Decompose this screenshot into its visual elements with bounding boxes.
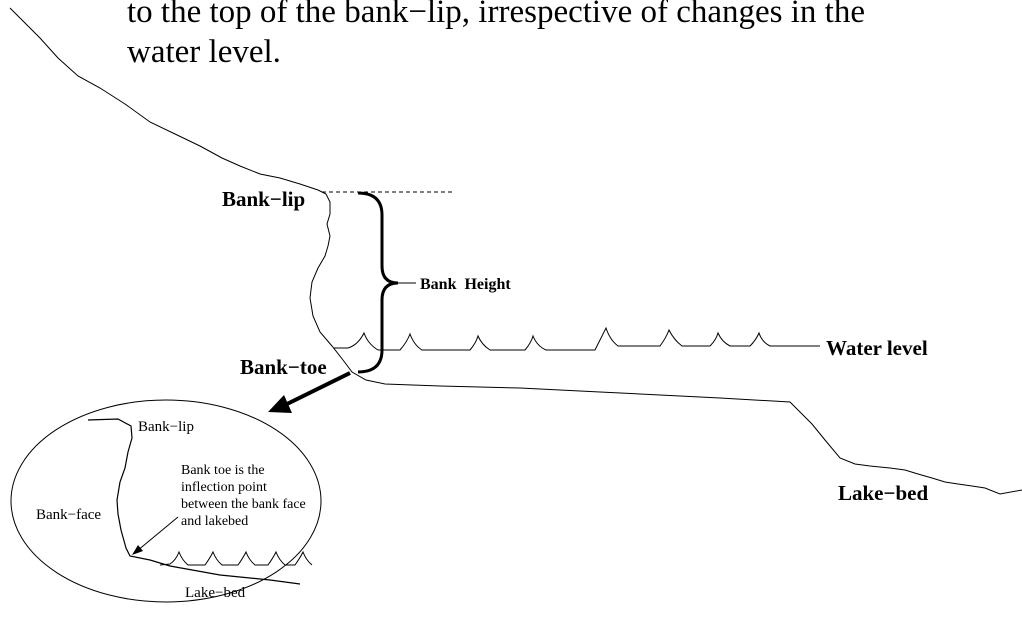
inset-note-line-3: between the bank face [181,497,306,512]
inset-note-line-4: and lakebed [181,514,248,529]
lake-bed-label: Lake−bed [838,481,928,505]
bank-height-brace [357,191,399,374]
bank-toe-label: Bank−toe [240,355,327,379]
water-level-line [334,326,820,351]
inset-water-level [159,550,313,566]
caption-line-2: water level. [127,34,281,70]
bank-lip-label: Bank−lip [222,187,305,211]
bank-profile-line [9,7,1022,495]
inset-toe-arrow-shaft [136,516,179,552]
inset-bank-profile [87,418,301,585]
bank-height-label: Bank Height [420,276,511,293]
inset-lake-bed-label: Lake−bed [185,585,246,601]
inset-note-line-2: inflection point [181,480,267,495]
inset-bank-face-label: Bank−face [36,507,101,523]
caption-text: to the top of the bank−lip, irrespective… [127,0,1007,72]
inset-note-line-1: Bank toe is the [181,463,265,478]
water-level-label: Water level [826,336,928,360]
inset-arrow-shaft [286,371,351,406]
caption-line-1: to the top of the bank−lip, irrespective… [127,0,865,30]
inset-bank-lip-label: Bank−lip [138,419,194,435]
inset-toe-arrow-head [132,545,143,555]
inset-ellipse [10,399,322,603]
inset-arrow-head [268,395,292,413]
